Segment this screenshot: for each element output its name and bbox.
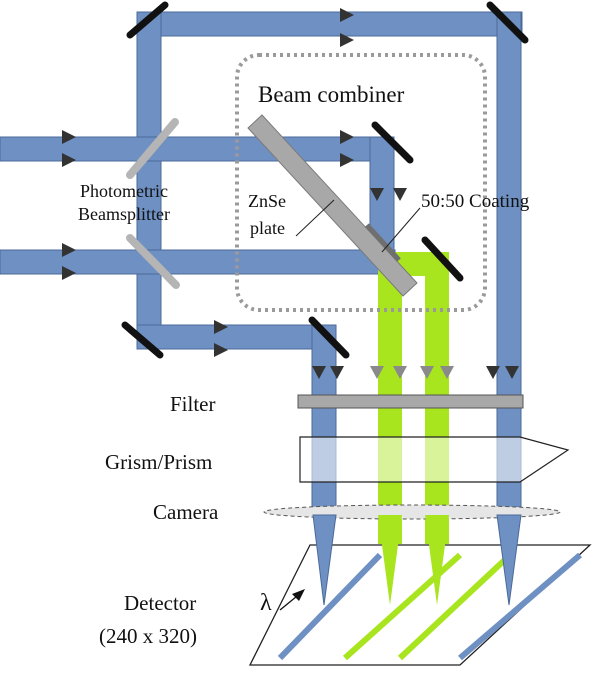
green-flow-arrows — [370, 366, 454, 379]
detector-label-line1: Detector — [124, 591, 196, 615]
znse-label-line1: ZnSe — [248, 191, 286, 211]
beam-top-horizontal — [136, 11, 523, 37]
arrow — [62, 243, 76, 257]
photometric-beamsplitters — [126, 118, 180, 289]
beamsplitter-upper — [126, 118, 179, 179]
arrow — [214, 343, 228, 357]
arrow — [370, 366, 384, 379]
arrow — [62, 266, 76, 280]
beam-lower-horizontal — [136, 324, 333, 350]
photometric-label-line1: Photometric — [80, 181, 168, 201]
lambda-arrow-head — [292, 589, 305, 601]
cone-green-left — [378, 515, 402, 605]
cone-green-right — [425, 515, 449, 605]
beam-right-vertical — [496, 11, 522, 508]
lambda-label: λ — [260, 590, 272, 616]
beamsplitter-lower — [126, 234, 180, 289]
mirror-center — [371, 121, 414, 164]
photometric-label-line2: Beamsplitter — [78, 204, 170, 224]
mirror-top-left — [126, 1, 169, 39]
cone-blue-right — [496, 514, 522, 606]
beam-input-1 — [0, 136, 394, 162]
detector-stripe-blue-2 — [458, 552, 582, 661]
coating-leader-line — [381, 207, 421, 253]
filter-label: Filter — [170, 392, 216, 416]
znse-label-line2: plate — [250, 218, 285, 238]
beam-combiner-box — [235, 53, 487, 312]
beam-input-2 — [0, 249, 396, 275]
mirror-top-right — [486, 1, 529, 44]
znse-leader-line — [295, 199, 335, 237]
znse-plate — [247, 114, 418, 297]
arrow — [340, 8, 354, 22]
mirror-lower-left — [121, 321, 164, 359]
detector-plane — [248, 544, 592, 666]
mirror-combiner-right — [421, 236, 464, 282]
mirror-lower-right — [308, 316, 350, 359]
arrow — [62, 153, 76, 167]
detector-stripe-blue-1 — [277, 552, 383, 661]
arrow — [330, 366, 344, 379]
beam-left-vertical — [136, 11, 162, 343]
focus-cones — [312, 514, 522, 606]
arrow — [440, 366, 454, 379]
arrow — [214, 320, 228, 334]
grism-label: Grism/Prism — [105, 450, 212, 474]
camera-lens — [263, 504, 561, 520]
coating-label: 50:50 Coating — [421, 191, 530, 212]
arrow — [312, 366, 326, 379]
camera-label: Camera — [153, 500, 219, 524]
detector-stripe-green-1 — [397, 552, 513, 661]
flow-arrows — [62, 8, 519, 379]
arrow — [486, 366, 500, 379]
beam-combiner-label: Beam combiner — [258, 82, 405, 107]
mirrors — [121, 1, 529, 359]
cone-blue-left — [312, 514, 337, 606]
grism-prism-element — [299, 436, 570, 483]
arrow — [340, 153, 354, 167]
arrow — [393, 188, 407, 201]
arrow — [420, 366, 434, 379]
arrow — [340, 130, 354, 144]
detector-label-line2: (240 x 320) — [99, 624, 197, 648]
arrow — [340, 33, 354, 47]
arrow — [62, 130, 76, 144]
arrow — [505, 366, 519, 379]
coating-strip — [365, 223, 401, 262]
filter-element — [297, 394, 524, 409]
arrow — [393, 366, 407, 379]
arrow — [370, 188, 384, 201]
